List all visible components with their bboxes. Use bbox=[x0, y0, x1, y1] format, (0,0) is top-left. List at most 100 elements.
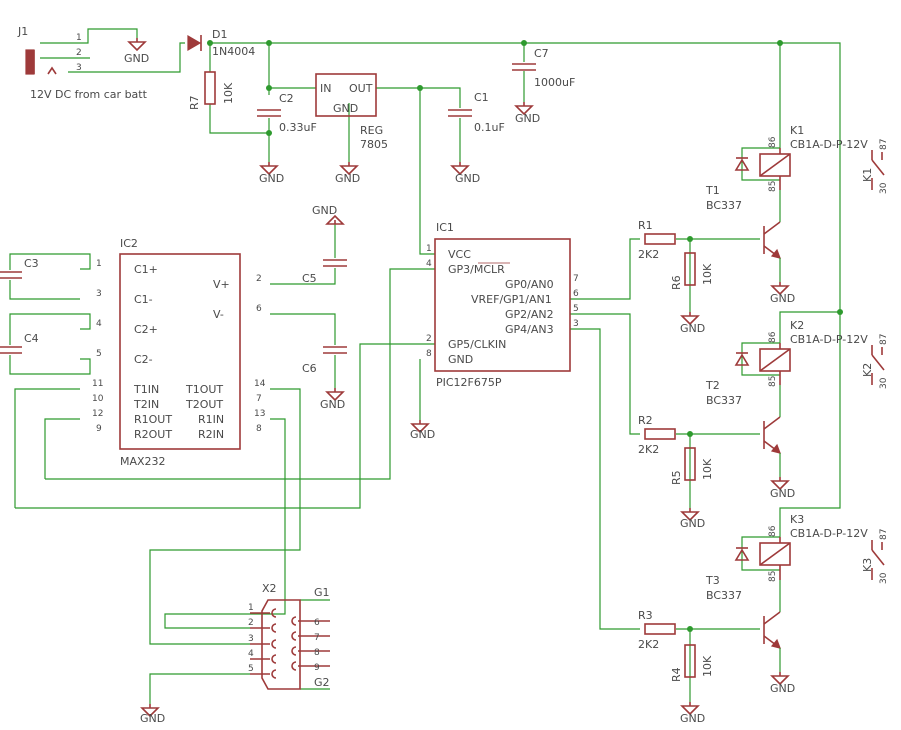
x2-label: X2 bbox=[262, 582, 277, 595]
k2-contact-label: K2 bbox=[861, 363, 874, 377]
ic2-value: MAX232 bbox=[120, 455, 166, 468]
x2-pin-number: 4 bbox=[248, 649, 254, 659]
k3-label: K3 bbox=[790, 513, 804, 526]
gnd-label: GND bbox=[680, 517, 705, 530]
ic2-pin-label: T1IN bbox=[133, 383, 159, 396]
ic1-pin-gp0: GP0/AN0 bbox=[505, 278, 554, 291]
ic1-pin-number: 3 bbox=[573, 319, 579, 329]
c5-capacitor: C5 bbox=[302, 259, 348, 285]
junctions bbox=[207, 40, 843, 632]
r2-label: R2 bbox=[638, 414, 653, 427]
ic1-pin-number: 8 bbox=[426, 349, 432, 359]
t2-label: T2 bbox=[705, 379, 720, 392]
ic1-pin-gp4: GP4/AN3 bbox=[505, 323, 554, 336]
r1-resistor: R1 2K2 bbox=[638, 219, 676, 261]
t2-value: BC337 bbox=[706, 394, 742, 407]
c7-label: C7 bbox=[534, 47, 549, 60]
reg-pin-in: IN bbox=[320, 82, 331, 95]
ic1-pin-gp2: GP2/AN2 bbox=[505, 308, 554, 321]
k1-pin-86: 86 bbox=[768, 136, 778, 148]
reg-pin-gnd: GND bbox=[333, 102, 358, 115]
ic2-pin-number: 8 bbox=[256, 424, 262, 434]
ic2-pin-label: C1- bbox=[134, 293, 153, 306]
c3-label: C3 bbox=[24, 257, 39, 270]
d1-value: 1N4004 bbox=[212, 45, 255, 58]
t3-value: BC337 bbox=[706, 589, 742, 602]
c3-capacitor: C3 bbox=[0, 257, 39, 279]
gnd-label: GND bbox=[312, 204, 337, 217]
r4-resistor: R4 10K bbox=[670, 644, 714, 682]
ic2-pin-number: 12 bbox=[92, 409, 103, 419]
ic2-pin-label: V+ bbox=[213, 278, 230, 291]
k3-relay: 86 85 K3 CB1A-D-P-12V K3 30 87 bbox=[734, 513, 889, 584]
x2-pin-number: 8 bbox=[314, 648, 320, 658]
ic2-label: IC2 bbox=[120, 237, 138, 250]
ic2-max232: IC2 MAX232 C1+ C1- C2+ C2- T1IN T2IN R1O… bbox=[92, 237, 266, 468]
ic1-value: PIC12F675P bbox=[436, 376, 502, 389]
t1-label: T1 bbox=[705, 184, 720, 197]
k2-pin-30: 30 bbox=[879, 377, 889, 389]
gnd-label: GND bbox=[680, 322, 705, 335]
gnd-label: GND bbox=[455, 172, 480, 185]
k1-label: K1 bbox=[790, 124, 804, 137]
x2-g1-label: G1 bbox=[314, 586, 330, 599]
r3-label: R3 bbox=[638, 609, 653, 622]
ic2-pin-number: 1 bbox=[96, 259, 102, 269]
ic2-pin-number: 3 bbox=[96, 289, 102, 299]
r6-label: R6 bbox=[670, 275, 683, 290]
k1-pin-30: 30 bbox=[879, 182, 889, 194]
gnd-label: GND bbox=[680, 712, 705, 725]
ic2-pin-label: C2+ bbox=[134, 323, 158, 336]
gnd-label: GND bbox=[320, 398, 345, 411]
c6-label: C6 bbox=[302, 362, 317, 375]
j1-connector: J1 1 2 3 12V DC from car batt bbox=[17, 25, 148, 101]
regulator-7805: IN OUT GND REG 7805 bbox=[315, 73, 388, 151]
r4-value: 10K bbox=[701, 655, 714, 677]
t1-value: BC337 bbox=[706, 199, 742, 212]
x2-g2-label: G2 bbox=[314, 676, 330, 689]
ic1-pin-gnd: GND bbox=[448, 353, 473, 366]
r2-value: 2K2 bbox=[638, 443, 659, 456]
r6-value: 10K bbox=[701, 263, 714, 285]
r7-label: R7 bbox=[188, 95, 201, 110]
x2-pin-number: 9 bbox=[314, 663, 320, 673]
c2-capacitor: C2 0.33uF bbox=[256, 92, 317, 134]
ic2-pin-label: T2IN bbox=[133, 398, 159, 411]
ic2-pin-number: 4 bbox=[96, 319, 102, 329]
ic2-pin-label: R2OUT bbox=[134, 428, 172, 441]
k2-pin-85: 85 bbox=[768, 376, 778, 387]
k1-pin-87: 87 bbox=[879, 139, 889, 150]
c4-capacitor: C4 bbox=[0, 332, 39, 354]
c2-label: C2 bbox=[279, 92, 294, 105]
r2-resistor: R2 2K2 bbox=[638, 414, 676, 456]
c1-value: 0.1uF bbox=[474, 121, 505, 134]
ic1-pin-number: 4 bbox=[426, 259, 432, 269]
j1-pin: 1 bbox=[76, 33, 82, 43]
c1-capacitor: C1 0.1uF bbox=[447, 91, 505, 134]
k2-value: CB1A-D-P-12V bbox=[790, 333, 868, 346]
ic1-pin-gp5: GP5/CLKIN bbox=[448, 338, 506, 351]
k1-contact-label: K1 bbox=[861, 168, 874, 182]
gnd-label: GND bbox=[124, 52, 149, 65]
gnd-label: GND bbox=[515, 112, 540, 125]
k2-label: K2 bbox=[790, 319, 804, 332]
k3-value: CB1A-D-P-12V bbox=[790, 527, 868, 540]
r5-value: 10K bbox=[701, 458, 714, 480]
ic2-pin-label: C1+ bbox=[134, 263, 158, 276]
t1-transistor: T1 BC337 bbox=[705, 184, 781, 282]
ground-labels: GND GND GND GND GND GND GND GND GND GND … bbox=[124, 52, 795, 725]
ic2-pin-label: C2- bbox=[134, 353, 153, 366]
gnd-label: GND bbox=[770, 292, 795, 305]
ic1-pin-gp3: GP3/MCLR bbox=[448, 263, 505, 276]
r3-value: 2K2 bbox=[638, 638, 659, 651]
ic2-pin-number: 6 bbox=[256, 304, 262, 314]
c4-label: C4 bbox=[24, 332, 39, 345]
ic2-pin-number: 2 bbox=[256, 274, 262, 284]
ic2-pin-number: 13 bbox=[254, 409, 265, 419]
x2-pin-number: 2 bbox=[248, 618, 254, 628]
x2-db9-connector: X2 G1 G2 1 2 3 4 5 6 7 8 9 bbox=[248, 582, 330, 690]
ic1-label: IC1 bbox=[436, 221, 454, 234]
ic1-pin-number: 7 bbox=[573, 274, 579, 284]
r1-value: 2K2 bbox=[638, 248, 659, 261]
ic2-pin-number: 5 bbox=[96, 349, 102, 359]
